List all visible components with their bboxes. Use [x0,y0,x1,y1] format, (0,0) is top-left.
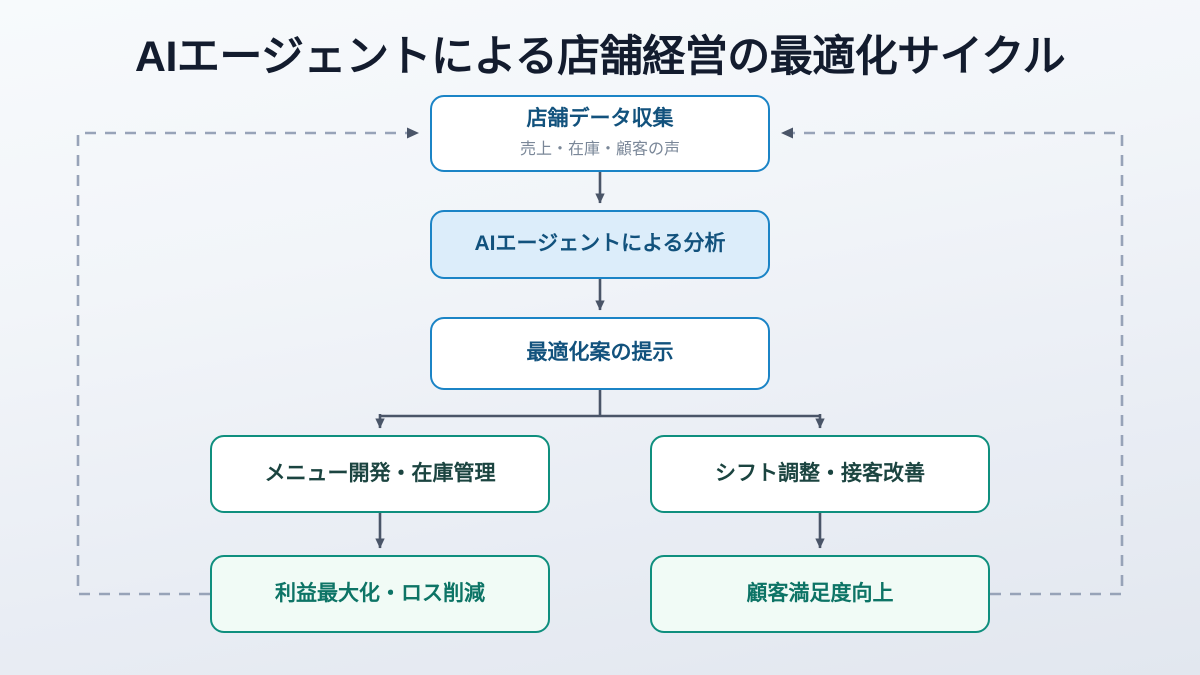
node-menu-inventory[interactable]: メニュー開発・在庫管理 [210,435,550,513]
node-sublabel: 売上・在庫・顧客の声 [519,140,680,158]
node-label: 店舗データ収集 [526,107,674,131]
connector-proposal-branch [375,390,825,429]
node-label: 利益最大化・ロス削減 [275,581,485,605]
node-customer-satisfaction[interactable]: 顧客満足度向上 [650,555,990,633]
node-label: メニュー開発・在庫管理 [264,461,496,485]
node-label: AIエージェントによる分析 [474,232,726,256]
page-title: AIエージェントによる店舗経営の最適化サイクル [134,33,1066,81]
node-shift-service[interactable]: シフト調整・接客改善 [650,435,990,513]
node-label: 顧客満足度向上 [746,581,894,605]
node-optimization-proposal[interactable]: 最適化案の提示 [430,317,770,390]
connector-profit-feedback-loop [76,127,419,596]
node-profit-loss[interactable]: 利益最大化・ロス削減 [210,555,550,633]
node-data-collection[interactable]: 店舗データ収集 売上・在庫・顧客の声 [430,95,770,172]
connector-satisfaction-feedback-loop [781,127,1124,596]
node-label: 最適化案の提示 [526,341,674,365]
node-label: シフト調整・接客改善 [715,461,925,485]
node-ai-analysis[interactable]: AIエージェントによる分析 [430,210,770,279]
